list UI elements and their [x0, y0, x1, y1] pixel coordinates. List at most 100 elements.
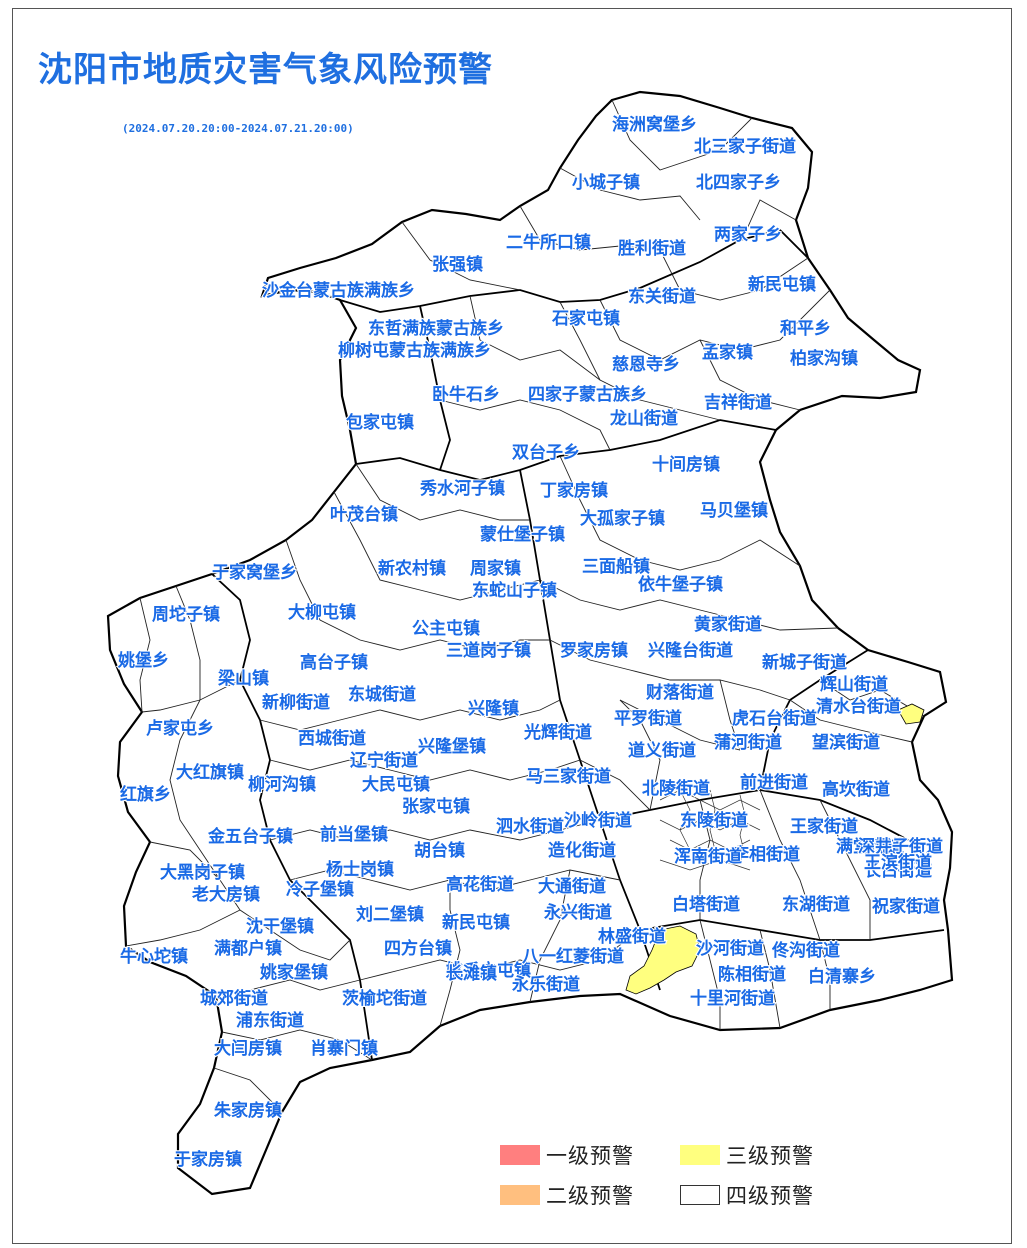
town-label: 新柳街道 [262, 692, 330, 713]
town-label: 城郊街道 [200, 988, 268, 1009]
town-label: 和平乡 [780, 319, 831, 339]
town-label: 永兴街道 [543, 902, 612, 923]
town-label: 虎石台街道 [732, 708, 817, 729]
legend-label-level1: 一级预警 [546, 1144, 634, 1168]
town-label: 四家子蒙古族乡 [528, 384, 647, 405]
town-label: 八一红菱街道 [522, 946, 624, 967]
map-subtitle: (2024.07.20.20:00-2024.07.21.20:00) [122, 122, 354, 135]
town-label: 三面船镇 [582, 556, 650, 577]
town-boundaries [125, 99, 925, 1113]
town-label: 沈干堡镇 [246, 916, 314, 937]
town-label: 黄家街道 [694, 614, 762, 635]
town-label: 公主屯镇 [412, 618, 480, 639]
town-label: 浦东街道 [236, 1010, 304, 1031]
town-label: 东城街道 [348, 684, 416, 705]
town-label: 前当堡镇 [320, 824, 388, 845]
town-label: 蒙仕堡子镇 [480, 524, 565, 545]
town-label: 辉山街道 [820, 674, 888, 695]
town-label: 金五台子镇 [207, 826, 293, 847]
town-label: 包家屯镇 [346, 412, 414, 433]
town-label: 满都户镇 [214, 938, 282, 959]
town-label: 沙岭街道 [564, 810, 632, 831]
town-label: 王滨街道 [864, 852, 932, 873]
town-label: 蒲河街道 [714, 732, 782, 753]
urban-core-boundaries [659, 789, 761, 871]
town-label: 四方台镇 [384, 938, 452, 959]
town-label: 姚家堡镇 [259, 962, 328, 983]
legend-item-level2: 二级预警 [500, 1180, 634, 1210]
town-label: 新民屯镇 [442, 912, 510, 933]
town-label: 马贝堡镇 [700, 500, 768, 521]
town-label: 新民屯镇 [748, 274, 816, 295]
town-label: 李相街道 [732, 844, 800, 865]
town-label: 慈恩寺乡 [612, 354, 680, 375]
town-label: 罗家房镇 [560, 640, 628, 661]
legend-label-level4: 四级预警 [726, 1184, 814, 1208]
town-label: 老大房镇 [191, 884, 260, 905]
town-label: 三道岗子镇 [446, 640, 531, 661]
town-label: 东哲满族蒙古族乡 [368, 318, 504, 339]
town-label: 望滨街道 [812, 732, 880, 753]
town-label: 卧牛石乡 [432, 384, 500, 405]
town-label: 刘二堡镇 [356, 904, 424, 925]
town-label: 高台子镇 [300, 652, 368, 673]
legend-swatch-level4 [680, 1185, 720, 1205]
town-label: 两家子乡 [714, 224, 782, 245]
town-label: 梁山镇 [217, 668, 269, 689]
legend-label-level2: 二级预警 [546, 1184, 634, 1208]
town-label: 深井子街道 [858, 836, 943, 857]
city-boundary [106, 90, 954, 1196]
town-label: 光辉街道 [523, 722, 592, 743]
town-label: 白清寨乡 [808, 966, 876, 987]
town-label: 张家屯镇 [402, 796, 470, 817]
level3-warning-areas [625, 703, 925, 995]
town-label: 大红旗镇 [176, 762, 244, 783]
town-label: 冷子堡镇 [286, 879, 354, 900]
town-label: 北陵街道 [642, 778, 710, 799]
town-label: 牛心坨镇 [120, 946, 188, 967]
town-label: 肖寨门镇 [310, 1038, 378, 1059]
town-label: 辽宁街道 [350, 750, 418, 771]
town-label: 十间房镇 [652, 454, 720, 475]
town-label: 龙山街道 [609, 408, 678, 429]
town-label: 孟家镇 [702, 342, 753, 363]
town-label: 大通街道 [538, 876, 606, 897]
legend-swatch-level1 [500, 1145, 540, 1165]
town-label: 西城街道 [298, 728, 366, 749]
legend-label-level3: 三级预警 [726, 1144, 814, 1168]
town-label: 满堂街道 [836, 836, 904, 857]
town-label: 周坨子镇 [152, 604, 220, 625]
town-label: 沙金台蒙古族满族乡 [262, 280, 415, 301]
town-label: 东湖街道 [782, 894, 850, 915]
town-label: 周家镇 [470, 558, 521, 579]
town-label: 北三家子街道 [694, 136, 796, 157]
town-label: 石家屯镇 [551, 308, 620, 329]
town-label: 大民屯镇 [362, 774, 430, 795]
town-label: 长白街道 [864, 860, 932, 881]
town-label: 十里河街道 [690, 988, 775, 1009]
town-label: 浑南街道 [674, 846, 742, 867]
legend-swatch-level2 [500, 1185, 540, 1205]
town-label: 胡台镇 [414, 840, 465, 861]
town-label: 秀水河子镇 [419, 478, 505, 499]
town-label: 依牛堡子镇 [638, 574, 723, 595]
town-label: 兴隆镇 [468, 698, 519, 719]
town-label: 平罗街道 [614, 708, 682, 729]
town-label: 马三家街道 [526, 766, 611, 787]
town-label: 清水台街道 [816, 696, 901, 717]
town-label: 卢家屯乡 [146, 718, 214, 739]
town-label: 王家街道 [790, 816, 858, 837]
town-label: 北四家子乡 [696, 172, 781, 193]
legend-item-level3: 三级预警 [680, 1140, 814, 1170]
town-label: 茨榆坨街道 [342, 988, 427, 1009]
town-label: 于家窝堡乡 [212, 562, 297, 583]
legend-swatch-level3 [680, 1145, 720, 1165]
town-label: 姚千户屯镇 [445, 960, 531, 981]
town-label: 前进街道 [740, 772, 808, 793]
town-label: 长滩镇 [446, 963, 497, 984]
town-labels: 海洲窝堡乡北三家子街道小城子镇北四家子乡两家子乡二牛所口镇胜利街道张强镇沙金台蒙… [116, 113, 944, 1171]
town-label: 林盛街道 [598, 926, 666, 947]
town-label: 新城子街道 [762, 652, 847, 673]
map-frame [12, 8, 1012, 1244]
